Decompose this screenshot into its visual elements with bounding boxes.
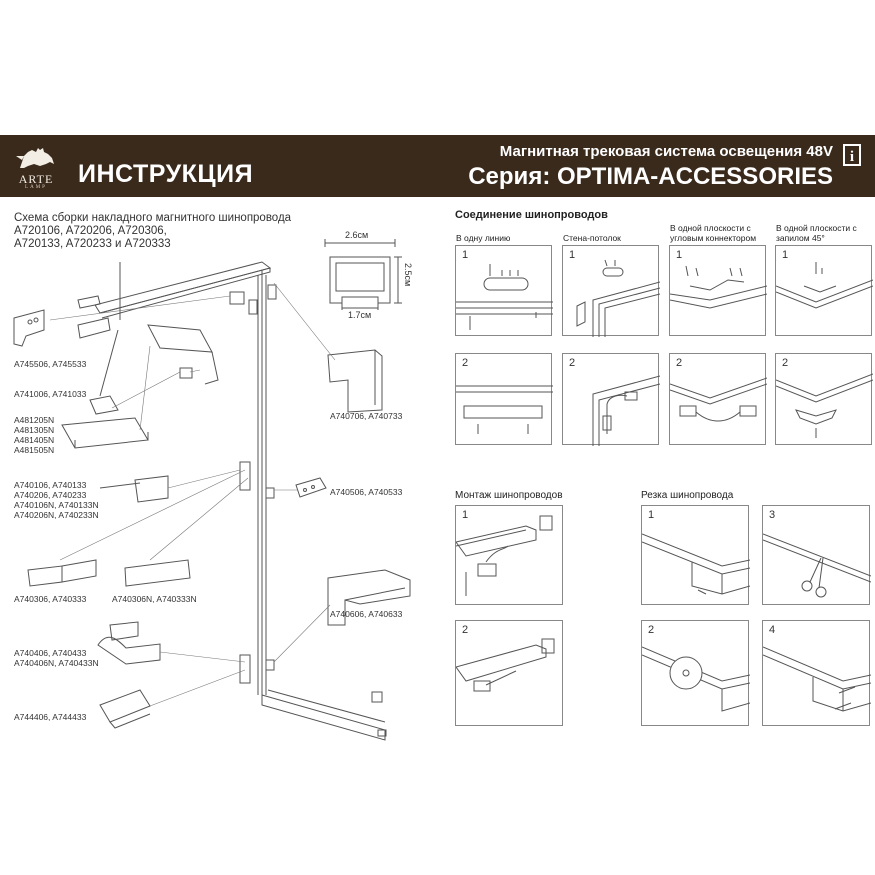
panel-mount-step-1: 1 — [455, 505, 563, 605]
inline-step-2-drawing — [456, 385, 553, 434]
panel-mount-step-2: 2 — [455, 620, 563, 726]
logo-wordmark: ARTE — [18, 172, 54, 186]
panel-cut-step-2: 2 — [641, 620, 750, 726]
step-number: 1 — [676, 249, 683, 261]
cut-step-4-drawing — [763, 646, 871, 712]
arte-lamp-logo: ARTE LAMP — [10, 142, 62, 192]
45cut-step-2-drawing — [776, 373, 873, 438]
panel-inline-step-2: 2 — [455, 353, 553, 445]
panel-wall-step-1: 1 — [562, 245, 660, 337]
step-number: 2 — [782, 357, 789, 369]
header-banner — [0, 135, 875, 197]
cut-step-3-drawing — [763, 533, 871, 598]
mounting-title: Монтаж шинопроводов — [455, 490, 563, 501]
label-a740106: A740106, A740133 A740206, A740233 A74010… — [14, 480, 99, 520]
label-a740306n: A740306N, A740333N — [112, 594, 197, 604]
series-title: Серия: OPTIMA-ACCESSORIES — [468, 163, 833, 190]
cut-step-1-drawing — [642, 533, 750, 595]
label-a740506: A740506, A740533 — [330, 487, 403, 497]
step-number: 1 — [782, 249, 789, 261]
label-a744: A744406, A744433 — [14, 712, 87, 722]
corner-step-1-drawing — [670, 265, 767, 309]
label-a745: A745506, A745533 — [14, 359, 87, 369]
cutting-title: Резка шинопровода — [641, 490, 734, 501]
panel-cut-step-1: 1 — [641, 505, 750, 605]
label-a481: A481205N A481305N A481405N A481505N — [14, 415, 55, 455]
system-title: Магнитная трековая система освещения 48V — [499, 143, 833, 160]
step-number: 2 — [648, 624, 655, 636]
45cut-step-1-drawing — [776, 262, 873, 309]
col-header-45-cut: В одной плоскости с запилом 45° — [776, 223, 857, 243]
panel-cut-step-3: 3 — [762, 505, 871, 605]
wall-step-1-drawing — [576, 259, 660, 337]
step-number: 1 — [569, 249, 576, 261]
inline-step-1-drawing — [456, 264, 553, 330]
scheme-caption: Схема сборки накладного магнитного шиноп… — [14, 212, 292, 250]
corner-step-2-drawing — [670, 377, 767, 422]
step-number: 3 — [769, 509, 776, 521]
profile-width-bottom: 1.7см — [348, 310, 372, 320]
profile-height: 2.5см — [403, 263, 413, 287]
panel-cut-step-4: 4 — [762, 620, 871, 726]
label-a740706: A740706, A740733 — [330, 411, 403, 421]
step-number: 2 — [462, 357, 469, 369]
cut-step-2-drawing — [642, 646, 750, 712]
col-header-wall-ceiling: Стена-потолок — [563, 233, 621, 243]
logo-subtitle: LAMP — [25, 185, 47, 190]
profile-width-top: 2.6см — [345, 230, 369, 240]
panel-45cut-step-2: 2 — [775, 353, 873, 445]
step-number: 1 — [462, 249, 469, 261]
label-a740606: A740606, A740633 — [330, 609, 403, 619]
sphinx-logo-icon — [16, 148, 54, 168]
col-header-inline: В одну линию — [456, 233, 511, 243]
wall-step-2-drawing — [592, 375, 660, 446]
panel-inline-step-1: 1 — [455, 245, 553, 336]
info-icon: i — [843, 144, 861, 166]
mount-step-1-drawing — [456, 515, 553, 596]
step-number: 2 — [462, 624, 469, 636]
col-header-corner-connector: В одной плоскости с угловым коннектором — [670, 223, 757, 243]
label-a740406: A740406, A740433 A740406N, A740433N — [14, 648, 99, 668]
step-number: 4 — [769, 624, 776, 636]
panel-45cut-step-1: 1 — [775, 245, 873, 336]
label-a741: A741006, A741033 — [14, 389, 87, 399]
panel-corner-step-2: 2 — [669, 353, 767, 445]
step-number: 1 — [462, 509, 469, 521]
step-number: 1 — [648, 509, 655, 521]
mount-step-2-drawing — [456, 638, 555, 692]
page-title: ИНСТРУКЦИЯ — [78, 160, 254, 188]
connection-title: Соединение шинопроводов — [455, 209, 608, 221]
label-a740306: A740306, A740333 — [14, 594, 87, 604]
panel-wall-step-2: 2 — [562, 353, 660, 446]
step-number: 2 — [676, 357, 683, 369]
step-number: 2 — [569, 357, 576, 369]
panel-corner-step-1: 1 — [669, 245, 767, 336]
